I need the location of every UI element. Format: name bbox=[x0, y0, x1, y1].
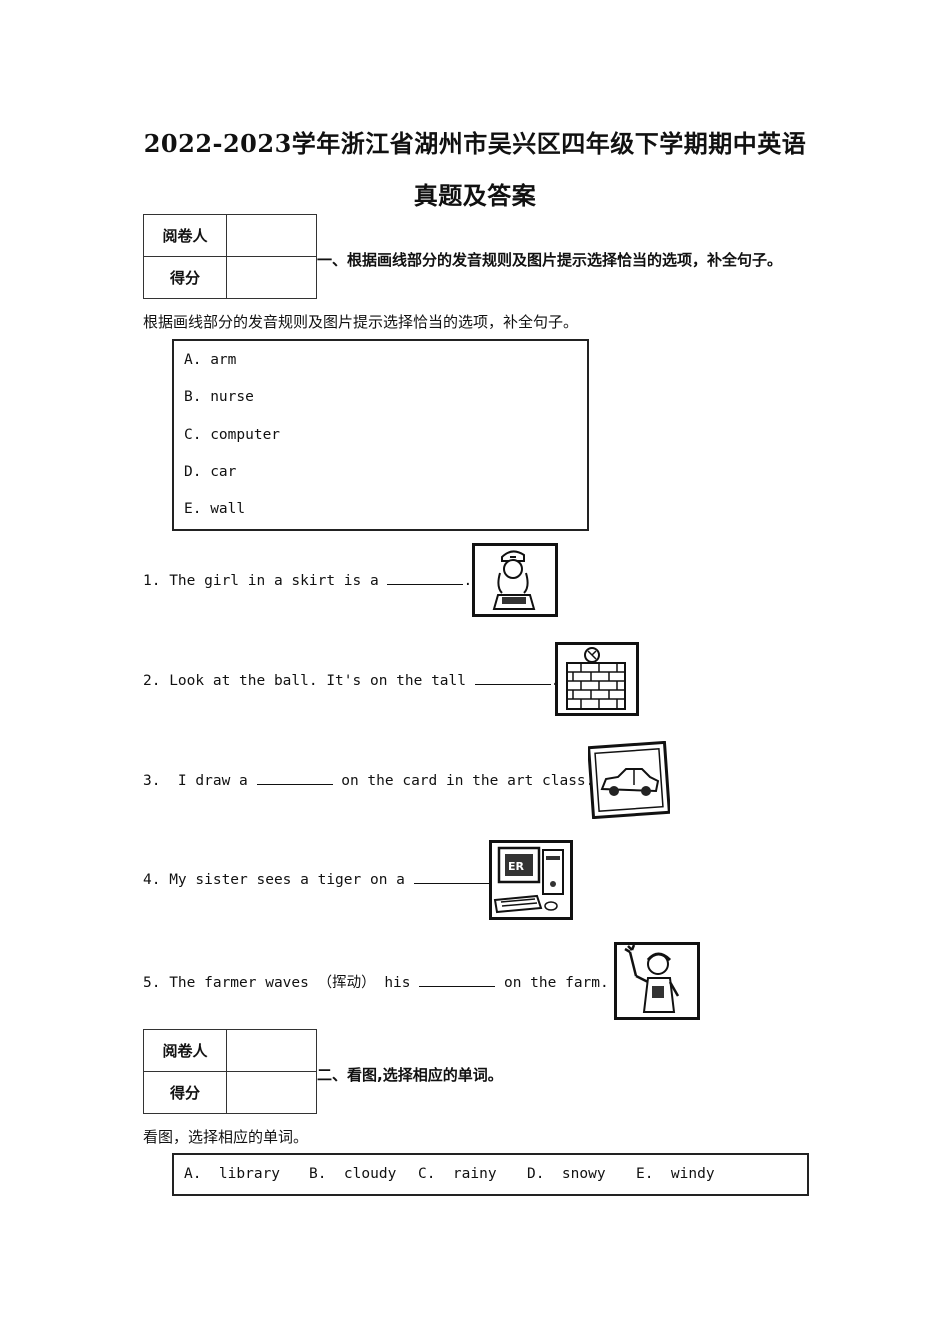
question-4-blank[interactable] bbox=[413, 871, 490, 884]
option-b: B. nurse bbox=[184, 389, 254, 405]
document-title-line-1: 2022-2023学年浙江省湖州市吴兴区四年级下学期期中英语 bbox=[143, 129, 807, 158]
section-2-option-e: E. windy bbox=[636, 1166, 715, 1182]
option-d: D. car bbox=[184, 464, 237, 480]
score-cell bbox=[226, 1071, 317, 1114]
nurse-picture-icon bbox=[472, 543, 558, 617]
question-1-text: 1. The girl in a skirt is a bbox=[143, 573, 388, 589]
score-label: 得分 bbox=[143, 1071, 227, 1114]
score-table-1: 阅卷人 得分 bbox=[143, 214, 317, 299]
question-1: 1. The girl in a skirt is a . bbox=[143, 572, 472, 589]
document-title-line-2: 真题及答案 bbox=[413, 181, 537, 210]
question-3-blank[interactable] bbox=[256, 772, 333, 785]
question-1-end: . bbox=[463, 573, 473, 589]
question-2: 2. Look at the ball. It's on the tall . bbox=[143, 672, 559, 689]
question-5-end: on the farm. bbox=[495, 975, 609, 991]
question-1-blank[interactable] bbox=[387, 572, 464, 585]
section-2-option-a: A. library bbox=[184, 1166, 281, 1182]
section-2-option-b: B. cloudy bbox=[309, 1166, 397, 1182]
question-3: 3. I draw a on the card in the art class… bbox=[143, 772, 594, 789]
score-cell bbox=[226, 256, 317, 299]
wall-picture-icon bbox=[555, 642, 639, 716]
question-2-text: 2. Look at the ball. It's on the tall bbox=[143, 673, 475, 689]
reviewer-cell bbox=[226, 214, 317, 257]
question-4-text: 4. My sister sees a tiger on a bbox=[143, 872, 414, 888]
question-4: 4. My sister sees a tiger on a . bbox=[143, 871, 498, 888]
section-2-options-box bbox=[172, 1153, 809, 1196]
question-3-text: 3. I draw a bbox=[143, 773, 257, 789]
question-5: 5. The farmer waves （挥动） his on the farm… bbox=[143, 971, 609, 992]
section-2-option-c: C. rainy bbox=[418, 1166, 497, 1182]
section-2-heading: 二、看图,选择相应的单词。 bbox=[317, 1066, 503, 1084]
option-e: E. wall bbox=[184, 501, 246, 517]
computer-picture-icon: ER bbox=[489, 840, 573, 920]
score-table-2: 阅卷人 得分 bbox=[143, 1029, 317, 1114]
question-5-blank[interactable] bbox=[419, 974, 496, 987]
question-5-text: 5. The farmer waves （挥动） his bbox=[143, 975, 420, 991]
question-2-blank[interactable] bbox=[474, 672, 551, 685]
arm-picture-icon bbox=[614, 942, 700, 1020]
reviewer-label: 阅卷人 bbox=[143, 1029, 227, 1072]
section-1-options-box bbox=[172, 339, 589, 531]
question-3-end: on the card in the art class. bbox=[332, 773, 595, 789]
car-picture-icon bbox=[588, 741, 670, 819]
reviewer-cell bbox=[226, 1029, 317, 1072]
section-2-instruction: 看图，选择相应的单词。 bbox=[143, 1128, 309, 1146]
section-1-instruction: 根据画线部分的发音规则及图片提示选择恰当的选项，补全句子。 bbox=[143, 313, 579, 331]
section-2-option-d: D. snowy bbox=[527, 1166, 606, 1182]
option-a: A. arm bbox=[184, 352, 237, 368]
score-label: 得分 bbox=[143, 256, 227, 299]
reviewer-label: 阅卷人 bbox=[143, 214, 227, 257]
section-1-heading: 一、根据画线部分的发音规则及图片提示选择恰当的选项，补全句子。 bbox=[317, 251, 783, 269]
svg-text:ER: ER bbox=[508, 860, 525, 873]
option-c: C. computer bbox=[184, 427, 281, 443]
